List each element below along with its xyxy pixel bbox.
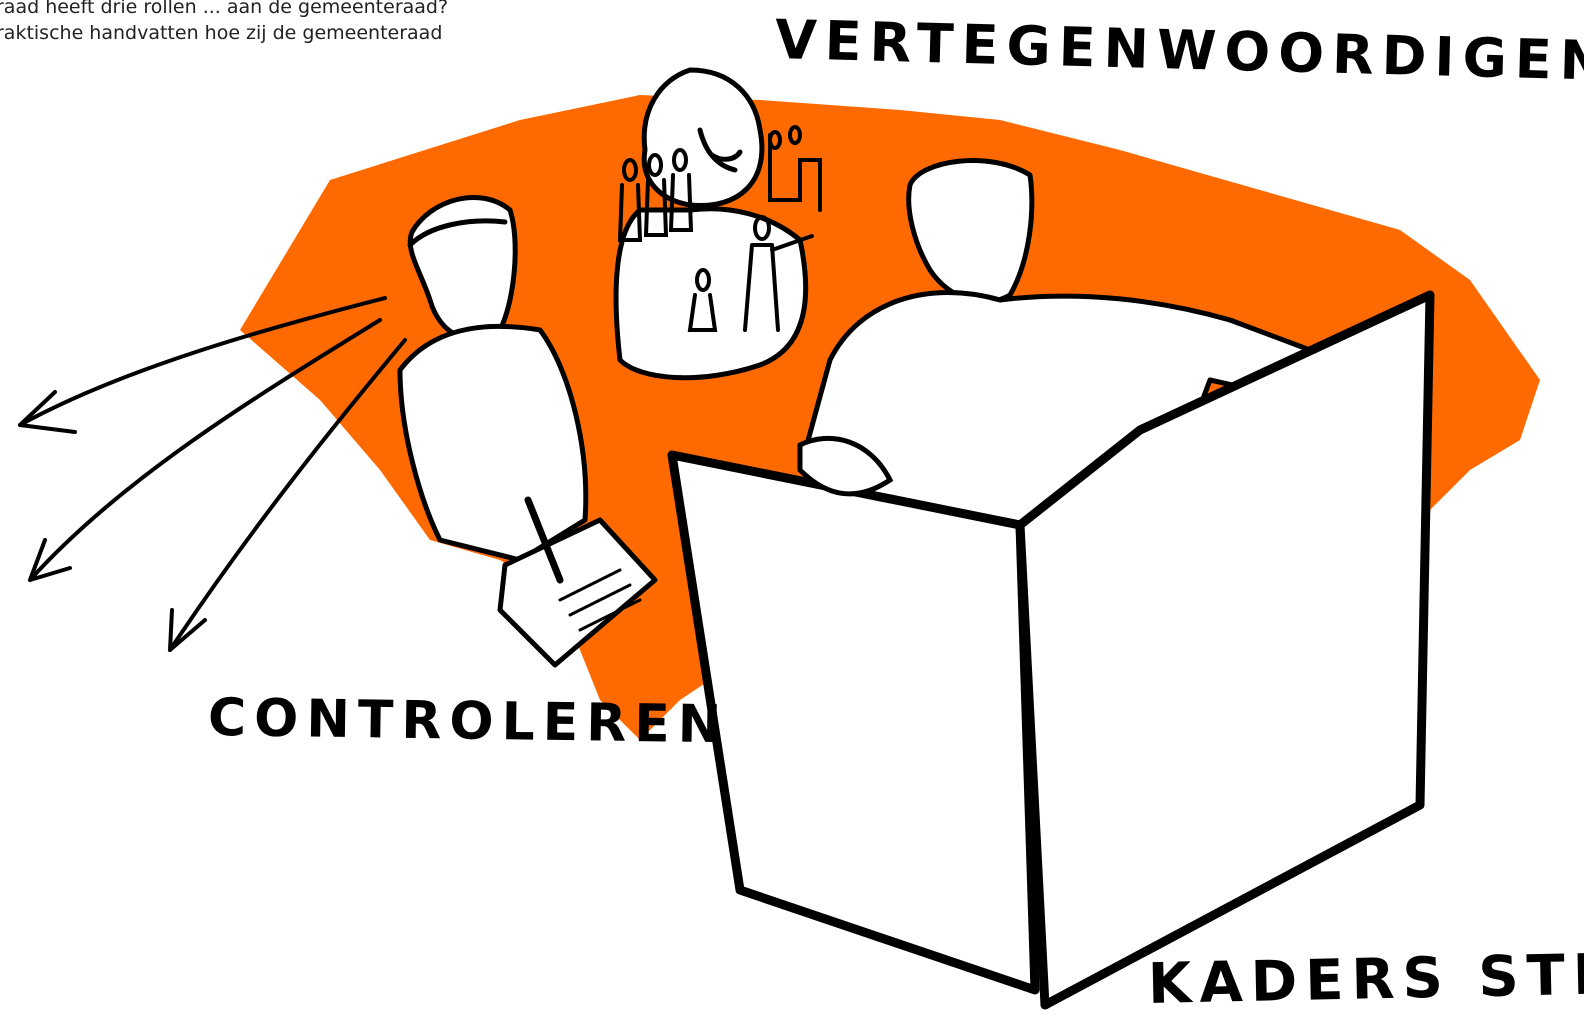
caption-line-2: raktische handvatten hoe zij de gemeente… bbox=[0, 20, 448, 46]
caption-line-1: raad heeft drie rollen ... aan de gemeen… bbox=[0, 0, 448, 20]
label-controleren: CONTROLEREN bbox=[208, 688, 730, 755]
label-kaders-stellen: KADERS STELLEN bbox=[1147, 938, 1584, 1017]
caption-text: raad heeft drie rollen ... aan de gemeen… bbox=[0, 0, 448, 46]
